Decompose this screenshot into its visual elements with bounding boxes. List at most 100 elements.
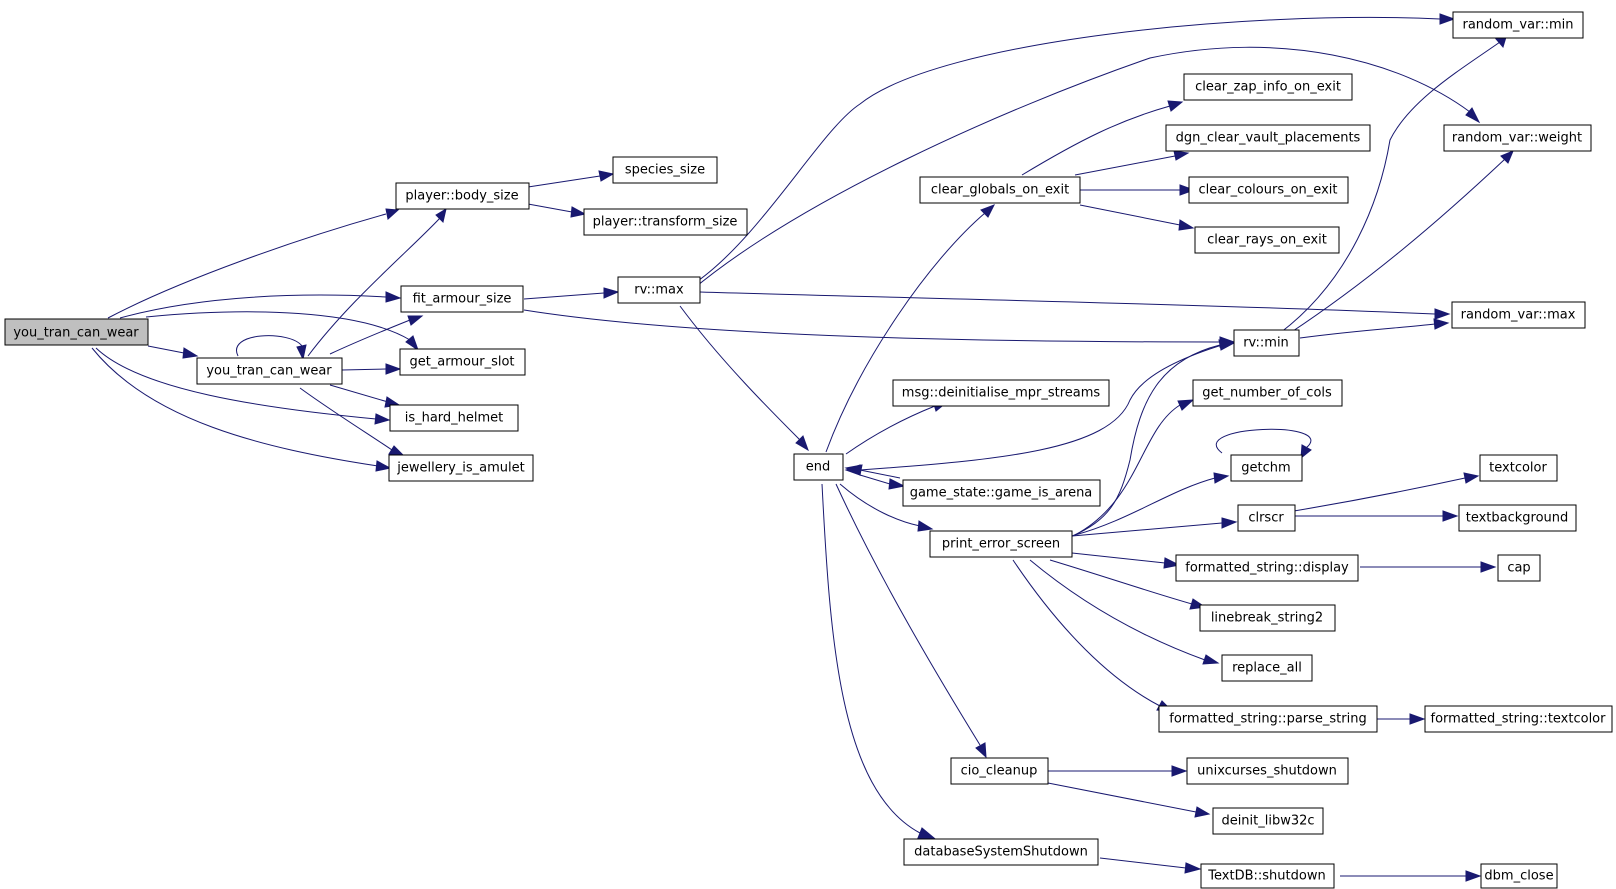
svg-text:databaseSystemShutdown: databaseSystemShutdown (914, 845, 1088, 860)
node-database-system-shutdown[interactable]: databaseSystemShutdown (903, 838, 1099, 866)
node-rv-max[interactable]: rv::max (617, 276, 701, 304)
node-clear-zap-info-on-exit[interactable]: clear_zap_info_on_exit (1183, 73, 1353, 101)
node-msg-deinitialise-mpr-streams[interactable]: msg::deinitialise_mpr_streams (892, 379, 1110, 407)
svg-text:you_tran_can_wear: you_tran_can_wear (206, 364, 332, 379)
node-rv-min[interactable]: rv::min (1233, 329, 1300, 357)
edge-print-error-screen-to-rv-min (1069, 339, 1236, 538)
node-cap[interactable]: cap (1497, 554, 1541, 582)
svg-text:getchm: getchm (1241, 461, 1290, 476)
node-print-error-screen[interactable]: print_error_screen (929, 530, 1073, 558)
edge-body-size-to-species-size (527, 170, 615, 188)
node-get-number-of-cols[interactable]: get_number_of_cols (1192, 379, 1343, 407)
node-player-transform-size[interactable]: player::transform_size (583, 208, 748, 236)
node-formatted-string-textcolor[interactable]: formatted_string::textcolor (1424, 705, 1613, 733)
edge-formatted-string-display-to-cap (1360, 561, 1497, 573)
node-linebreak-string2[interactable]: linebreak_string2 (1199, 604, 1336, 632)
edge-cio-cleanup-to-deinit-libw32c (1047, 782, 1211, 818)
svg-text:replace_all: replace_all (1232, 661, 1302, 676)
edge-clrscr-to-textcolor (1287, 472, 1480, 513)
svg-text:fit_armour_size: fit_armour_size (413, 292, 512, 307)
node-get-armour-slot[interactable]: get_armour_slot (399, 348, 526, 376)
edge-root-to-get-armour-slot (145, 311, 419, 352)
svg-text:random_var::weight: random_var::weight (1452, 131, 1582, 146)
edge-you-tran-can-wear-self-loop (236, 335, 307, 361)
edge-rv-max-to-end (679, 305, 809, 452)
svg-text:rv::max: rv::max (634, 283, 684, 298)
edge-print-error-screen-to-get-number-of-cols (1074, 399, 1195, 536)
svg-text:deinit_libw32c: deinit_libw32c (1221, 814, 1314, 829)
edge-cio-cleanup-to-unixcurses-shutdown (1048, 765, 1188, 777)
edge-print-error-screen-to-clrscr (1071, 517, 1238, 537)
svg-text:print_error_screen: print_error_screen (942, 537, 1060, 552)
svg-text:clear_colours_on_exit: clear_colours_on_exit (1199, 183, 1338, 198)
svg-text:msg::deinitialise_mpr_streams: msg::deinitialise_mpr_streams (902, 386, 1101, 401)
svg-text:random_var::max: random_var::max (1461, 308, 1576, 323)
edge-end-to-clear-globals-on-exit (825, 204, 996, 453)
svg-text:rv::min: rv::min (1243, 336, 1289, 351)
node-textcolor[interactable]: textcolor (1479, 454, 1558, 482)
svg-text:jewellery_is_amulet: jewellery_is_amulet (396, 461, 524, 476)
svg-text:is_hard_helmet: is_hard_helmet (405, 411, 504, 426)
edge-rv-min-to-end (844, 341, 1233, 476)
edge-rv-max-to-random-var-max (699, 291, 1451, 320)
svg-text:clear_globals_on_exit: clear_globals_on_exit (931, 183, 1069, 198)
edge-fit-armour-size-to-rv-max (523, 287, 620, 300)
edge-body-size-to-transform-size (527, 203, 587, 218)
node-deinit-libw32c[interactable]: deinit_libw32c (1212, 807, 1324, 835)
node-dbm-close[interactable]: dbm_close (1480, 863, 1558, 889)
edge-you-tran-can-wear-to-get-armour-slot (341, 363, 402, 375)
node-root-you-tran-can-wear[interactable]: you_tran_can_wear (4, 318, 149, 346)
svg-text:player::transform_size: player::transform_size (593, 215, 738, 230)
node-clear-globals-on-exit[interactable]: clear_globals_on_exit (919, 176, 1081, 204)
edge-you-tran-can-wear-to-is-hard-helmet (329, 384, 401, 408)
node-replace-all[interactable]: replace_all (1221, 654, 1313, 682)
edge-root-to-body-size (107, 208, 400, 319)
edge-end-to-cio-cleanup (835, 483, 987, 759)
node-getchm[interactable]: getchm (1230, 454, 1303, 482)
svg-text:clrscr: clrscr (1248, 511, 1284, 526)
svg-text:game_state::game_is_arena: game_state::game_is_arena (910, 486, 1093, 501)
edge-end-to-print-error-screen (839, 483, 934, 532)
node-dgn-clear-vault-placements[interactable]: dgn_clear_vault_placements (1165, 124, 1371, 152)
node-formatted-string-display[interactable]: formatted_string::display (1175, 554, 1359, 582)
node-cio-cleanup[interactable]: cio_cleanup (950, 757, 1049, 785)
node-random-var-weight[interactable]: random_var::weight (1443, 124, 1592, 152)
svg-text:dbm_close: dbm_close (1484, 869, 1553, 884)
svg-text:formatted_string::textcolor: formatted_string::textcolor (1431, 712, 1607, 727)
svg-text:you_tran_can_wear: you_tran_can_wear (13, 326, 139, 341)
edge-rv-max-to-random-var-weight (691, 46, 1481, 291)
node-clrscr[interactable]: clrscr (1237, 504, 1296, 532)
node-is-hard-helmet[interactable]: is_hard_helmet (389, 404, 519, 432)
node-game-state-game-is-arena[interactable]: game_state::game_is_arena (902, 479, 1101, 507)
edge-you-tran-can-wear-to-body-size (307, 207, 447, 357)
edge-rv-max-to-random-var-min (691, 13, 1456, 286)
node-clear-rays-on-exit[interactable]: clear_rays_on_exit (1194, 226, 1340, 254)
node-jewellery-is-amulet[interactable]: jewellery_is_amulet (388, 454, 534, 482)
call-graph-nodes: you_tran_can_wear player::body_size spec… (4, 11, 1613, 889)
node-end[interactable]: end (793, 453, 844, 481)
edge-textdb-shutdown-to-dbm-close (1340, 870, 1482, 882)
node-unixcurses-shutdown[interactable]: unixcurses_shutdown (1186, 757, 1349, 785)
svg-text:textcolor: textcolor (1489, 461, 1547, 476)
edge-database-shutdown-to-textdb-shutdown (1099, 857, 1202, 874)
edge-clear-globals-to-clear-zap-info (1021, 100, 1184, 176)
node-species-size[interactable]: species_size (612, 156, 718, 184)
node-formatted-string-parse-string[interactable]: formatted_string::parse_string (1158, 705, 1378, 733)
node-player-body-size[interactable]: player::body_size (395, 182, 530, 210)
node-textbackground[interactable]: textbackground (1458, 504, 1577, 532)
edge-root-to-is-hard-helmet (95, 347, 391, 425)
node-textdb-shutdown[interactable]: TextDB::shutdown (1200, 863, 1335, 889)
node-fit-armour-size[interactable]: fit_armour_size (400, 285, 524, 313)
svg-text:linebreak_string2: linebreak_string2 (1211, 611, 1323, 626)
node-clear-colours-on-exit[interactable]: clear_colours_on_exit (1188, 176, 1349, 204)
edge-clear-globals-to-dgn-clear-vault (1074, 150, 1190, 176)
svg-text:species_size: species_size (625, 163, 705, 178)
edge-formatted-string-parse-to-textcolor (1376, 713, 1426, 725)
svg-text:get_number_of_cols: get_number_of_cols (1202, 386, 1332, 401)
edge-clear-globals-to-clear-rays (1079, 204, 1195, 231)
node-you-tran-can-wear[interactable]: you_tran_can_wear (196, 357, 343, 385)
edge-clrscr-to-textbackground (1288, 510, 1459, 522)
node-random-var-min[interactable]: random_var::min (1452, 11, 1584, 39)
edge-end-to-msg-deinitialise (845, 400, 949, 455)
node-random-var-max[interactable]: random_var::max (1451, 301, 1586, 329)
